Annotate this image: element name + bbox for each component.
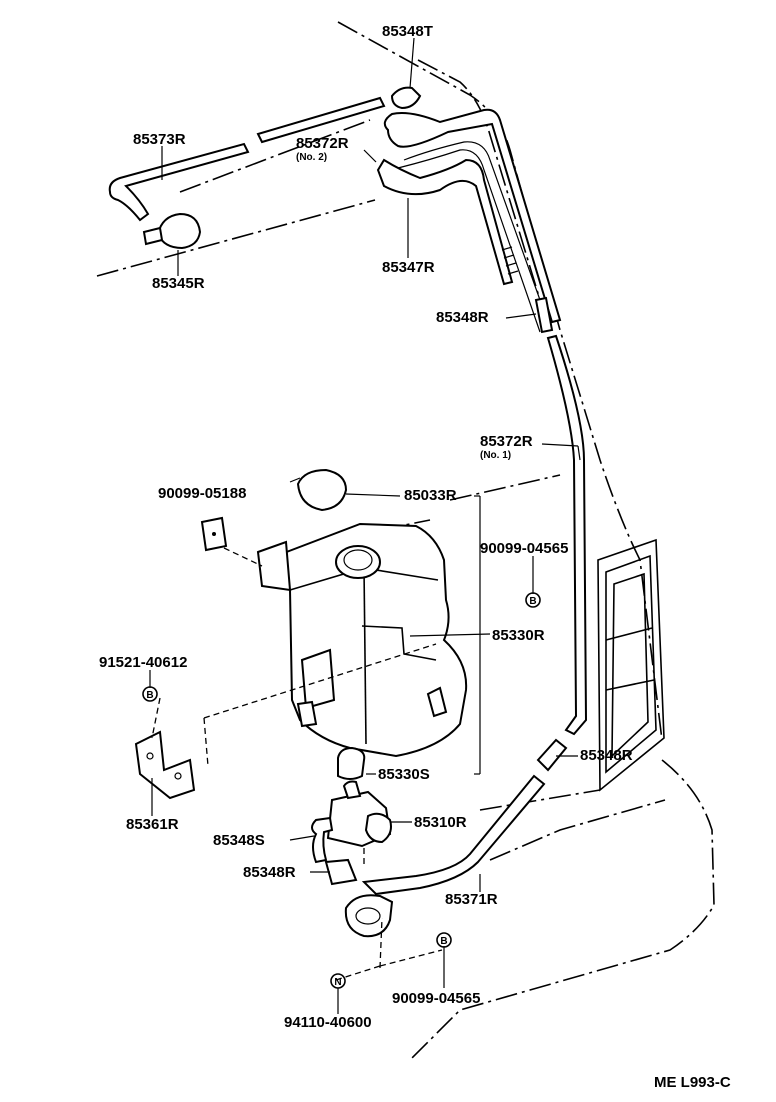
circle-marker-b-2: B (142, 686, 158, 702)
long-pipe (361, 334, 588, 896)
label-85310R: 85310R (414, 814, 467, 831)
label-85348R-mid: 85348R (580, 747, 633, 764)
label-91521-40612: 91521-40612 (99, 654, 187, 671)
label-94110-40600: 94110-40600 (284, 1014, 372, 1031)
label-90099-04565-a: 90099-04565 (480, 540, 568, 557)
diagram-code: ME L993-C (654, 1074, 731, 1091)
label-85348R-top: 85348R (436, 309, 489, 326)
label-85348T: 85348T (382, 23, 433, 40)
svg-text:B: B (529, 596, 536, 607)
label-85348S: 85348S (213, 832, 265, 849)
leader-lines (149, 37, 581, 1014)
label-85372R-no1-note: (No. 1) (480, 450, 511, 461)
label-85345R: 85345R (152, 275, 205, 292)
svg-text:N: N (334, 977, 341, 988)
label-90099-04565-b: 90099-04565 (392, 990, 480, 1007)
circle-marker-n: N (330, 973, 346, 989)
label-85033R: 85033R (404, 487, 457, 504)
label-85372R-no2: 85372R (296, 135, 349, 152)
svg-text:B: B (146, 690, 153, 701)
label-85373R: 85373R (133, 131, 186, 148)
washer-tank (256, 468, 468, 758)
rear-lamp-cluster (597, 538, 665, 792)
label-85371R: 85371R (445, 891, 498, 908)
circle-marker-b-3: B (436, 932, 452, 948)
label-90099-05188: 90099-05188 (158, 485, 246, 502)
label-85330S: 85330S (378, 766, 430, 783)
label-85347R: 85347R (382, 259, 435, 276)
label-85361R: 85361R (126, 816, 179, 833)
svg-text:B: B (440, 936, 447, 947)
label-85330R: 85330R (492, 627, 545, 644)
assembly-dashes (151, 547, 443, 981)
small-parts (134, 516, 394, 938)
upper-hose-group (108, 86, 562, 334)
label-85372R-no2-note: (No. 2) (296, 152, 327, 163)
circle-marker-b-1: B (525, 592, 541, 608)
label-85348R-low: 85348R (243, 864, 296, 881)
label-85372R-no1: 85372R (480, 433, 533, 450)
